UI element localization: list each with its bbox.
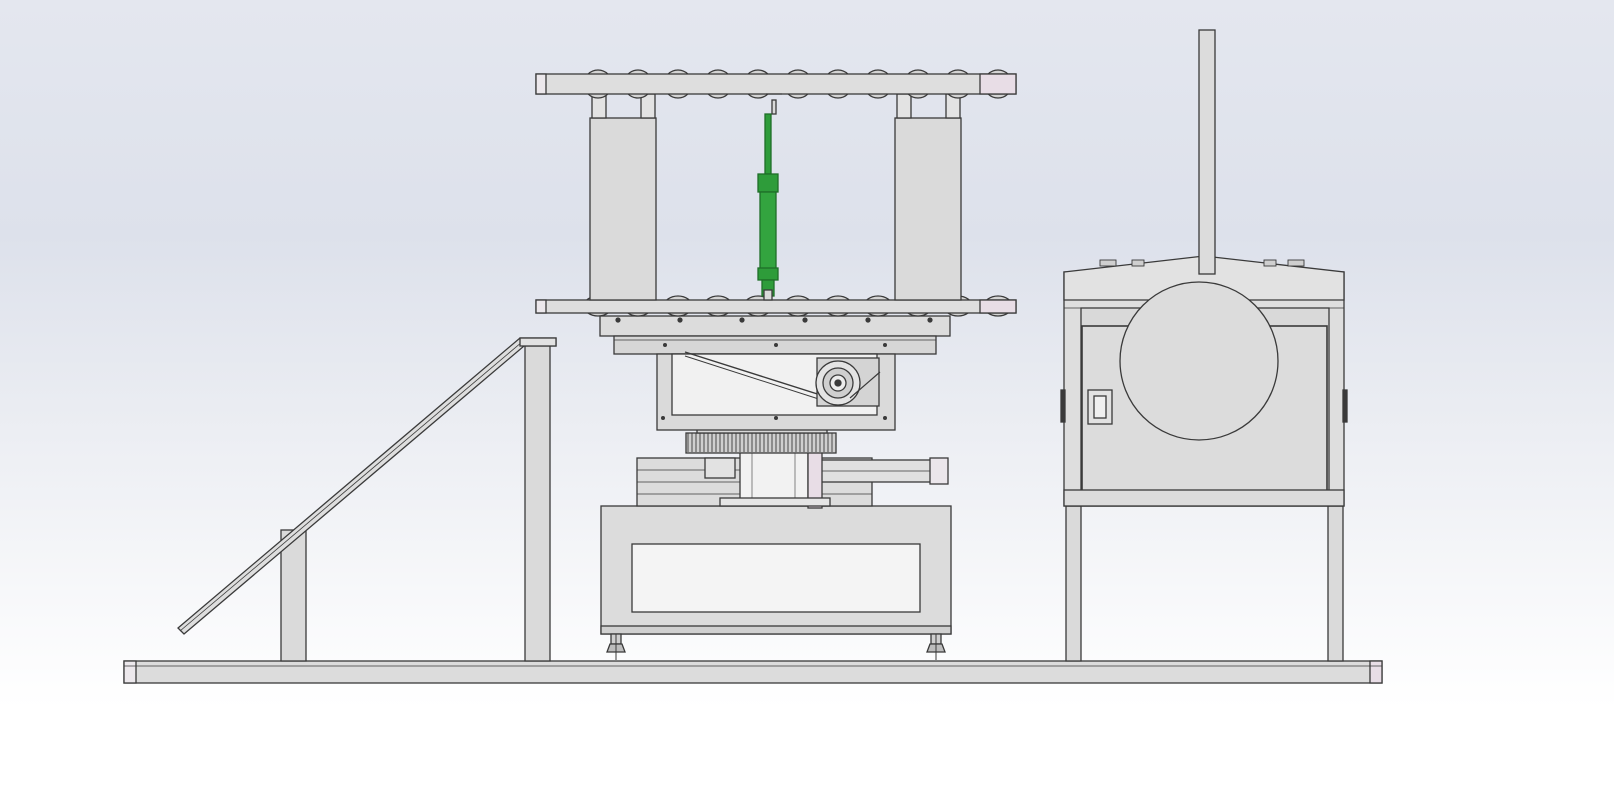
leveling-feet bbox=[606, 633, 946, 660]
pneumatic-cylinder bbox=[757, 93, 782, 301]
bottom-roller-rack bbox=[535, 295, 1017, 317]
support-columns bbox=[589, 93, 962, 301]
top-roller-rack bbox=[535, 69, 1017, 99]
rotary-platform-frame bbox=[599, 315, 951, 431]
base-rail bbox=[123, 660, 1383, 684]
linear-actuator bbox=[636, 451, 949, 509]
antenna-mast bbox=[1198, 29, 1216, 275]
gearbox-motor bbox=[684, 351, 881, 407]
pedestal-table bbox=[600, 505, 952, 635]
stair-handrail bbox=[177, 337, 557, 662]
cabinet-round-window bbox=[1119, 281, 1279, 441]
cabinet-door-handle bbox=[1087, 389, 1113, 425]
